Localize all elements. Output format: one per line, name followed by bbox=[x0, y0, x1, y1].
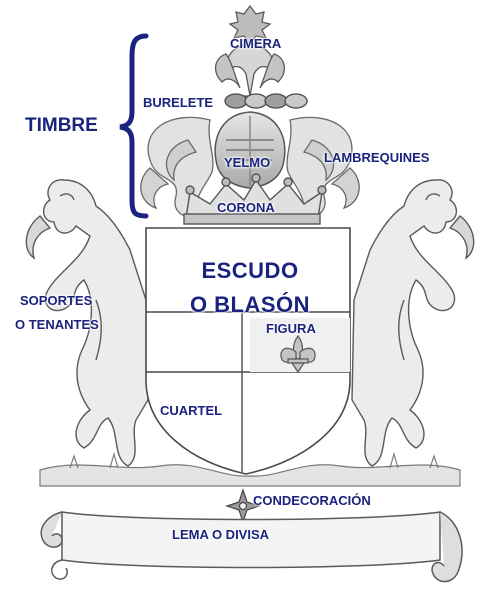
shield-icon bbox=[145, 227, 351, 475]
label-escudo-line1: ESCUDO bbox=[201, 258, 299, 283]
label-corona: CORONA bbox=[217, 200, 275, 215]
eagle-crest-icon bbox=[215, 4, 285, 105]
fleur-de-lis-icon bbox=[280, 334, 316, 374]
label-cuartel: CUARTEL bbox=[160, 403, 223, 418]
timbre-bracket bbox=[119, 33, 149, 219]
helmet-icon bbox=[214, 111, 286, 189]
label-escudo-line2: O BLASÓN bbox=[189, 292, 311, 317]
label-condecoracion: CONDECORACIÓN bbox=[253, 493, 371, 508]
label-cimera: CIMERA bbox=[230, 36, 282, 51]
label-timbre: TIMBRE bbox=[25, 115, 98, 136]
crown-icon bbox=[183, 173, 327, 225]
label-soportes-line2: O TENANTES bbox=[15, 317, 99, 332]
wreath-icon bbox=[224, 93, 308, 109]
motto-scroll-icon bbox=[40, 511, 463, 583]
label-burelete: BURELETE bbox=[143, 95, 214, 110]
lion-supporter-left-icon bbox=[25, 179, 149, 467]
label-figura: FIGURA bbox=[266, 321, 316, 336]
mantling-icon bbox=[140, 116, 360, 218]
label-lema: LEMA O DIVISA bbox=[172, 527, 270, 542]
lion-supporter-right-icon bbox=[351, 179, 475, 467]
label-soportes-line1: SOPORTES bbox=[20, 293, 93, 308]
label-lambrequines: LAMBREQUINES bbox=[324, 150, 430, 165]
compartment-icon bbox=[39, 451, 461, 487]
label-yelmo: YELMO bbox=[224, 155, 271, 170]
